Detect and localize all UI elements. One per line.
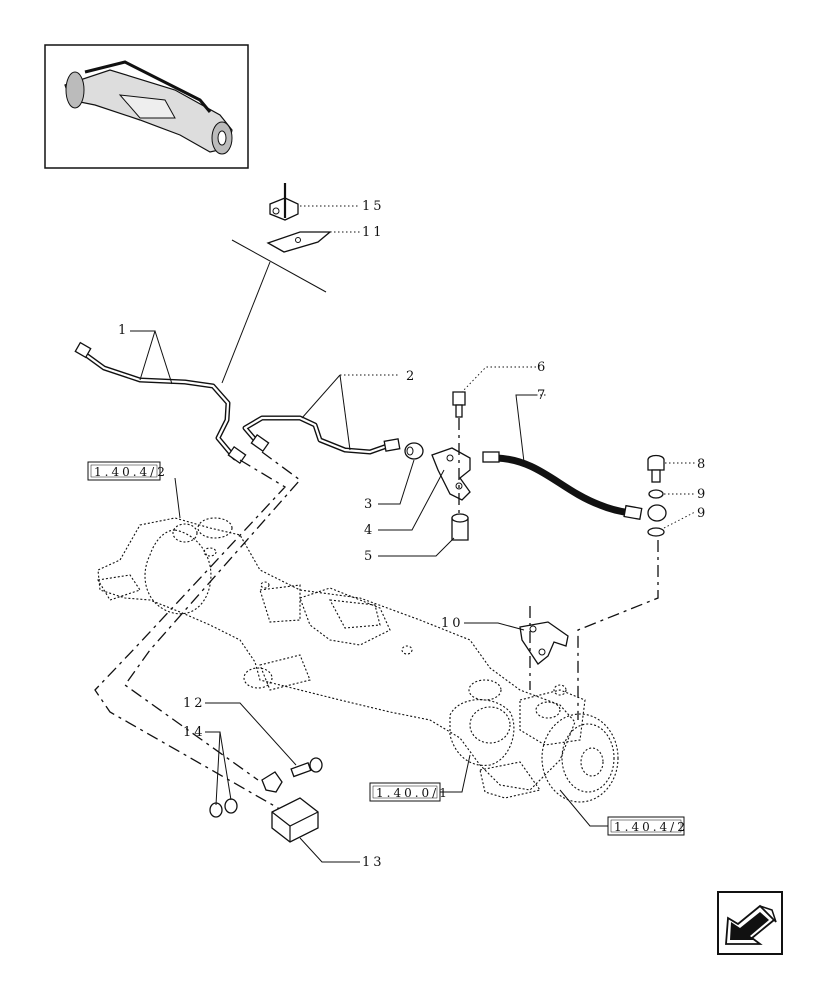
screw-part-12 <box>290 757 323 778</box>
bracket-part-4 <box>431 447 471 501</box>
callout-9-lower: 9 <box>697 506 708 521</box>
nut-part-3 <box>404 442 424 460</box>
brake-pipe-part-1 <box>74 341 247 465</box>
callout-11: 11 <box>362 225 385 240</box>
clip-part-15 <box>269 183 299 221</box>
callout-12: 12 <box>183 696 206 711</box>
sleeve-part-5 <box>451 513 469 541</box>
callout-14: 14 <box>183 725 206 740</box>
bolt-part-6 <box>452 391 466 418</box>
reference-box-right[interactable]: 1.40.4/2 <box>607 816 688 836</box>
callout-10: 10 <box>441 616 464 631</box>
front-axle-thumbnail-icon <box>44 44 249 169</box>
reference-box-center[interactable]: 1.40.0/1 <box>369 782 450 802</box>
washer-part-9-upper <box>648 489 664 499</box>
callout-2: 2 <box>406 369 417 384</box>
callout-5: 5 <box>364 549 375 564</box>
reference-label-center: 1.40.0/1 <box>376 786 450 800</box>
front-axle-housing <box>97 517 619 803</box>
reference-label-left: 1.40.4/2 <box>94 465 168 479</box>
callout-15: 15 <box>362 199 385 214</box>
callout-1: 1 <box>118 323 129 338</box>
hose-part-7 <box>482 451 643 521</box>
callout-6: 6 <box>537 360 548 375</box>
plate-part-11 <box>266 231 332 253</box>
reference-label-right: 1.40.4/2 <box>614 820 688 834</box>
bolt-part-8 <box>647 454 665 483</box>
reference-box-left[interactable]: 1.40.4/2 <box>87 461 168 481</box>
brake-pipe-part-2 <box>242 415 401 455</box>
callout-3: 3 <box>364 497 375 512</box>
bracket-part-10 <box>519 621 569 665</box>
callout-7: 7 <box>537 388 548 403</box>
callout-8: 8 <box>697 457 708 472</box>
washers-part-14 <box>209 798 238 818</box>
callout-4: 4 <box>364 523 375 538</box>
callout-9-upper: 9 <box>697 487 708 502</box>
bracket-part-13 <box>261 771 319 843</box>
callout-13: 13 <box>362 855 385 870</box>
previous-page-arrow-icon[interactable] <box>717 891 783 955</box>
union-part-9 <box>647 504 667 537</box>
